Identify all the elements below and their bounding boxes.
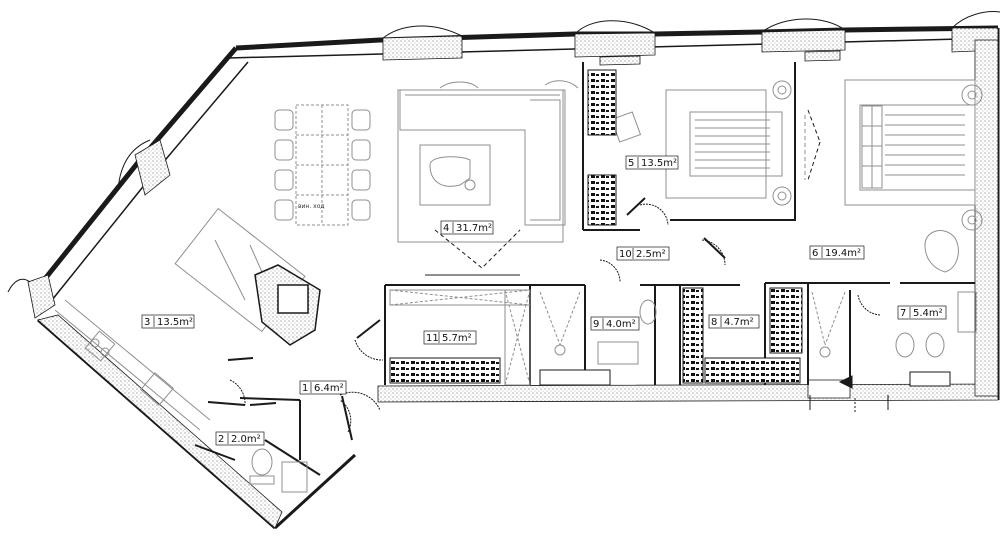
- room-number: 2: [218, 434, 224, 445]
- kitchen-island: [254, 264, 321, 346]
- room-area: 5.7m²: [442, 333, 472, 344]
- duct-label: вин. ход: [298, 203, 325, 210]
- exterior-outline: [7, 11, 1000, 293]
- structural-hatching: [27, 27, 999, 529]
- bathroom-7-fixtures: [811, 291, 977, 387]
- room-number: 5: [628, 158, 634, 169]
- exterior-walls: [37, 25, 1000, 530]
- wc-2-fixtures: [249, 448, 308, 493]
- room-label-2: 2 2.0m²: [215, 431, 265, 446]
- kitchen-furniture: [54, 207, 306, 431]
- cabinet-11: [389, 289, 531, 386]
- bedroom-6-furniture: [804, 79, 983, 273]
- room-number: 1: [302, 383, 308, 394]
- room-number: 11: [426, 333, 439, 344]
- room-area: 19.4m²: [825, 248, 861, 259]
- entrance: [809, 375, 889, 412]
- dining-table: [274, 104, 371, 226]
- room-number: 6: [812, 248, 818, 259]
- room-number: 10: [619, 249, 632, 260]
- room-label-8: 8 4.7m²: [708, 314, 760, 329]
- room-area: 13.5m²: [157, 317, 193, 328]
- interior-walls: [194, 62, 975, 476]
- room-label-7: 7 5.4m²: [897, 305, 947, 320]
- room-area: 4.7m²: [724, 317, 754, 328]
- door-swings: [227, 197, 881, 441]
- living-room-furniture: [397, 80, 579, 276]
- room-label-1: 1 6.4m²: [299, 380, 347, 395]
- room-number: 7: [900, 308, 906, 319]
- bathroom-9-fixtures: [539, 291, 657, 386]
- room-number: 9: [593, 319, 599, 330]
- room-area: 2.5m²: [636, 249, 666, 260]
- room-area: 6.4m²: [314, 383, 344, 394]
- room-label-9: 9 4.0m²: [590, 316, 640, 331]
- room-number: 3: [144, 317, 150, 328]
- room-label-6: 6 19.4m²: [809, 245, 865, 260]
- room-number: 8: [711, 317, 717, 328]
- room-area: 2.0m²: [231, 434, 261, 445]
- bedroom-5-wardrobe: [587, 69, 617, 226]
- room-label-3: 3 13.5m²: [141, 314, 195, 329]
- room-area: 13.5m²: [641, 158, 677, 169]
- room-area: 4.0m²: [606, 319, 636, 330]
- room-label-4: 4 31.7m²: [440, 220, 494, 235]
- room-area: 5.4m²: [913, 308, 943, 319]
- wardrobes: [389, 287, 803, 384]
- room-label-11: 11 5.7m²: [423, 330, 477, 345]
- room-area: 31.7m²: [456, 223, 492, 234]
- room-label-10: 10 2.5m²: [616, 246, 670, 261]
- room-label-5: 5 13.5m²: [625, 155, 679, 170]
- room-number: 4: [443, 223, 449, 234]
- bedroom-5-furniture: [610, 80, 792, 206]
